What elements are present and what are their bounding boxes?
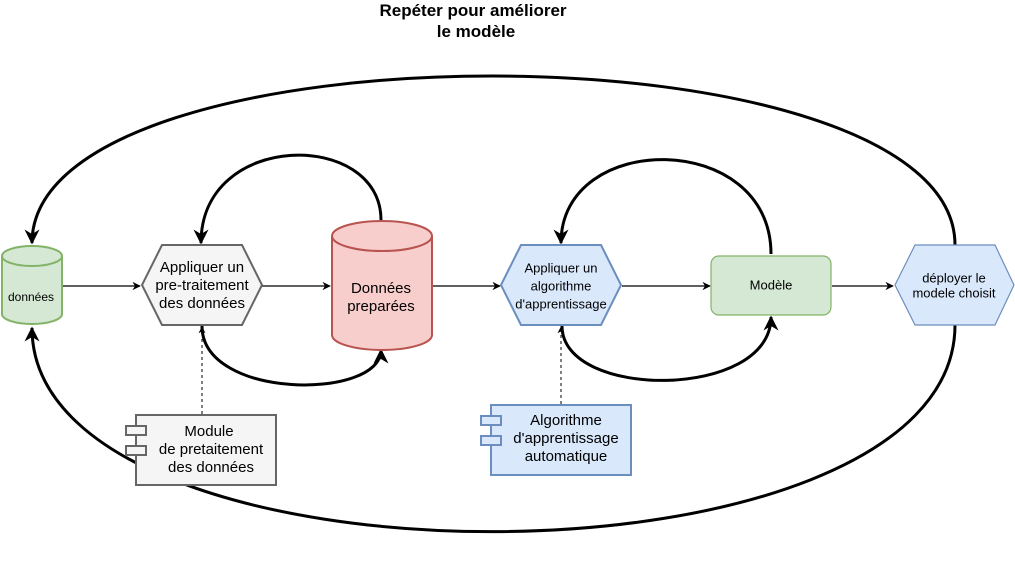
pretraitement-hexagon[interactable]: Appliquer un pre-traitement des données: [140, 244, 264, 326]
pretraitement-label-line1: Appliquer un: [160, 259, 244, 276]
deployer-label-line1: déployer le: [922, 270, 986, 285]
loop-arrow-model-bottom: [560, 315, 779, 382]
diagram-title-line2: le modèle: [437, 22, 515, 41]
preparees-label-line1: Données: [351, 280, 411, 297]
loop-arrow-bottom: [24, 324, 957, 534]
algorithme-hexagon[interactable]: Appliquer un algorithme d'apprentissage: [499, 244, 623, 326]
module-algorithme-line2: d'apprentissage: [513, 430, 618, 447]
pretraitement-label-line3: des données: [159, 295, 245, 312]
loop-arrow-top: [24, 74, 957, 246]
module-pretraitement-line1: Module: [184, 423, 233, 440]
donnees-preparees-cylinder[interactable]: Données preparées: [331, 220, 433, 351]
modele-box[interactable]: Modèle: [710, 255, 832, 316]
module-algorithme-component[interactable]: Algorithme d'apprentissage automatique: [480, 404, 632, 476]
module-pretraitement-line3: des données: [168, 459, 254, 476]
modele-label: Modèle: [750, 277, 793, 292]
donnees-label: données: [8, 290, 54, 304]
module-algorithme-line1: Algorithme: [530, 412, 602, 429]
loop-arrow-preprocess-top: [193, 153, 383, 245]
pretraitement-label-line2: pre-traitement: [155, 277, 249, 294]
deployer-label-line2: modele choisit: [912, 285, 995, 300]
donnees-cylinder[interactable]: données: [1, 245, 63, 325]
algorithme-label-line2: algorithme: [531, 278, 592, 293]
deployer-hexagon[interactable]: déployer le modele choisit: [894, 244, 1015, 326]
module-algorithme-line3: automatique: [525, 448, 608, 465]
algorithme-label-line1: Appliquer un: [525, 260, 598, 275]
module-pretraitement-component[interactable]: Module de pretaitement des données: [125, 414, 277, 486]
loop-arrow-model-top: [553, 158, 773, 255]
loop-arrow-preprocess-bottom: [200, 325, 389, 387]
preparees-label-line2: preparées: [347, 298, 415, 315]
algorithme-label-line3: d'apprentissage: [515, 296, 606, 311]
diagram-title-line1: Repéter pour améliorer: [379, 1, 566, 20]
module-pretraitement-line2: de pretaitement: [159, 441, 264, 458]
